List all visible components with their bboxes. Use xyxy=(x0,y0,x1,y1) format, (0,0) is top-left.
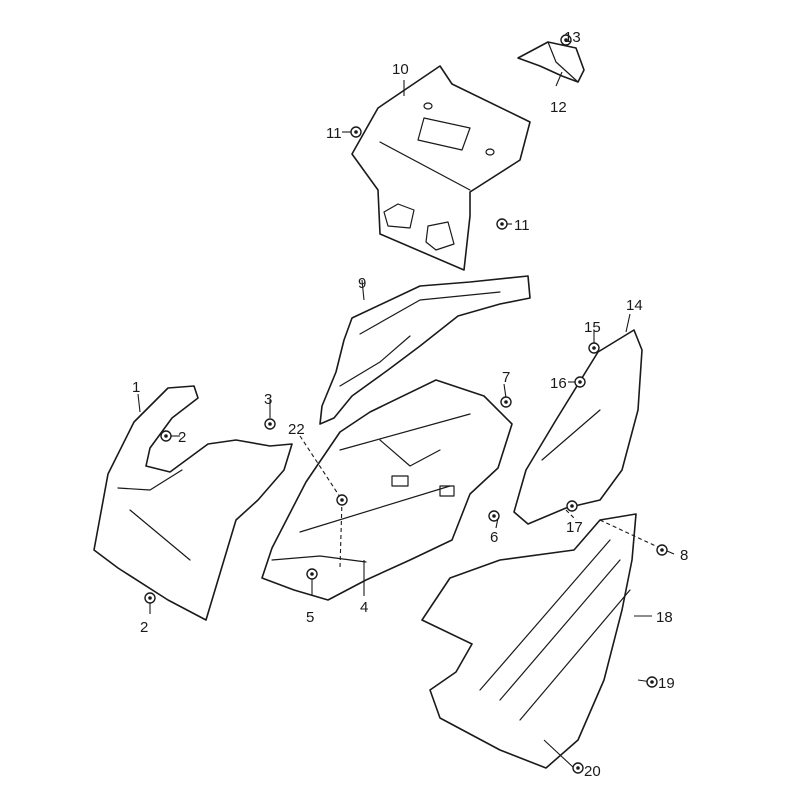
callout-12: 12 xyxy=(550,99,567,116)
fastener-20 xyxy=(572,762,584,774)
part-14-right-side-panel xyxy=(513,329,643,525)
callout-7: 7 xyxy=(502,369,510,386)
fastener-15 xyxy=(588,342,600,354)
fastener-2b xyxy=(144,592,156,604)
callout-4: 4 xyxy=(360,599,368,616)
part-1-left-front-panel xyxy=(93,385,293,621)
part-12-bracket xyxy=(517,41,585,83)
callout-11-right: 11 xyxy=(514,217,530,234)
fastener-11b xyxy=(496,218,508,230)
fastener-2a xyxy=(160,430,172,442)
callout-15: 15 xyxy=(584,319,601,336)
callout-16: 16 xyxy=(550,375,567,392)
fastener-19 xyxy=(646,676,658,688)
callout-18: 18 xyxy=(656,609,673,626)
callout-8: 8 xyxy=(680,547,688,564)
callout-6: 6 xyxy=(490,529,498,546)
part-13-nut xyxy=(560,34,572,46)
callout-3: 3 xyxy=(264,391,272,408)
callout-20: 20 xyxy=(584,763,601,780)
callout-22: 22 xyxy=(288,421,305,438)
callout-5: 5 xyxy=(306,609,314,626)
fastener-5 xyxy=(306,568,318,580)
callout-2-lower: 2 xyxy=(140,619,148,636)
callout-17: 17 xyxy=(566,519,583,536)
callout-9: 9 xyxy=(358,275,366,292)
fastener-22 xyxy=(336,494,348,506)
part-4-under-seat-frame xyxy=(261,379,513,601)
fastener-16 xyxy=(574,376,586,388)
fastener-17 xyxy=(566,500,578,512)
callout-14: 14 xyxy=(626,297,643,314)
callout-19: 19 xyxy=(658,675,675,692)
fastener-3 xyxy=(264,418,276,430)
fastener-6 xyxy=(488,510,500,522)
callout-2-upper: 2 xyxy=(178,429,186,446)
fastener-7 xyxy=(500,396,512,408)
part-10-rear-cover xyxy=(351,65,531,271)
callout-1: 1 xyxy=(132,379,140,396)
fastener-8 xyxy=(656,544,668,556)
fastener-11a xyxy=(350,126,362,138)
part-9-side-rail xyxy=(319,275,531,425)
callout-10: 10 xyxy=(392,61,409,78)
leader-lines xyxy=(137,71,675,769)
callout-labels: 1 2 2 3 22 4 5 6 7 8 9 10 11 11 12 13 14… xyxy=(132,29,688,780)
callout-11-left: 11 xyxy=(326,125,342,142)
part-18-rear-lower-panel xyxy=(421,513,637,769)
callout-13: 13 xyxy=(564,29,581,46)
